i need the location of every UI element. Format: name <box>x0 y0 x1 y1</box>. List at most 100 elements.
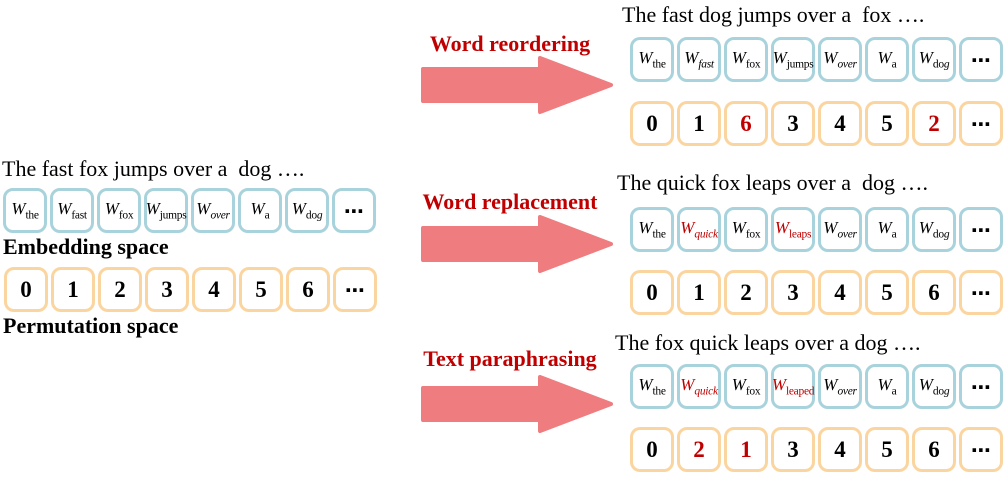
permutation-index: 6 <box>928 279 940 305</box>
paraphrased-sentence: The fox quick leaps over a dog …. <box>615 330 921 355</box>
text-paraphrasing-label: Text paraphrasing <box>423 346 597 371</box>
permutation-cell: 2 <box>724 270 768 315</box>
permutation-index: 1 <box>740 436 752 462</box>
permutation-cell: ⋯ <box>959 270 1003 315</box>
permutation-cell: 1 <box>677 101 721 146</box>
embedding-cell: Wfox <box>97 188 141 233</box>
embedding-cell: Wdog <box>912 207 956 252</box>
word-embedding-symbol: Wa <box>877 48 897 71</box>
word-embedding-symbol: Wthe <box>11 199 39 222</box>
embedding-cell: ⋯ <box>959 207 1003 252</box>
word-embedding-symbol: Wthe <box>638 48 666 71</box>
embedding-cell: Wdog <box>912 364 956 409</box>
embedding-cell: Wdog <box>912 37 956 82</box>
permutation-cell: 3 <box>771 101 815 146</box>
permutation-cell: 2 <box>98 267 142 312</box>
permutation-index: 0 <box>646 436 658 462</box>
permutation-cell: 6 <box>724 101 768 146</box>
embedding-cell: Wa <box>865 37 909 82</box>
permutation-space-label: Permutation space <box>3 313 179 338</box>
embedding-cell: Wjumps <box>771 37 815 82</box>
reordered-sentence: The fast dog jumps over a fox …. <box>622 2 925 27</box>
permutation-index: 4 <box>834 110 846 136</box>
block-arrow-right-icon <box>421 375 613 433</box>
permutation-index: 6 <box>928 436 940 462</box>
permutation-index: 2 <box>740 279 752 305</box>
ellipsis: ⋯ <box>971 47 991 72</box>
embedding-cell: Wdog <box>285 188 329 233</box>
permutation-index: 4 <box>834 436 846 462</box>
permutation-cell: 4 <box>818 270 862 315</box>
permutation-cell: 3 <box>771 270 815 315</box>
permutation-index: 5 <box>881 279 893 305</box>
word-embedding-symbol: Wover <box>196 199 230 222</box>
embedding-cell: ⋯ <box>959 364 1003 409</box>
embedding-cell: ⋯ <box>959 37 1003 82</box>
permutation-index: 3 <box>787 110 799 136</box>
embedding-space-label: Embedding space <box>3 234 169 259</box>
permutation-index: 1 <box>693 279 705 305</box>
embedding-cell: Wthe <box>630 37 674 82</box>
permutation-cell: 2 <box>912 101 956 146</box>
permutation-index: 3 <box>161 276 173 302</box>
permutation-index: 0 <box>646 279 658 305</box>
word-embedding-symbol: Wquick <box>680 218 718 241</box>
block-arrow-right-icon <box>421 215 613 273</box>
word-embedding-symbol: Wfox <box>731 218 761 241</box>
word-embedding-symbol: Wthe <box>638 375 666 398</box>
word-reordering-label: Word reordering <box>429 31 591 56</box>
permutation-index: 3 <box>787 279 799 305</box>
permutation-index: 3 <box>787 436 799 462</box>
embedding-cell: Wfast <box>677 37 721 82</box>
embedding-cell: Wjumps <box>144 188 188 233</box>
embedding-cell: Wfox <box>724 207 768 252</box>
word-embedding-symbol: Wover <box>823 218 857 241</box>
permutation-cell: 5 <box>865 427 909 472</box>
word-embedding-symbol: Wjumps <box>145 199 187 222</box>
permutation-index: 0 <box>20 276 32 302</box>
ellipsis: ⋯ <box>971 111 991 136</box>
word-embedding-symbol: Wleaps <box>774 218 812 241</box>
embedding-cell: Wa <box>238 188 282 233</box>
embedding-cell: Wfox <box>724 37 768 82</box>
ellipsis: ⋯ <box>971 217 991 242</box>
permutation-cell: 4 <box>818 101 862 146</box>
block-arrow-right-icon <box>421 56 613 114</box>
permutation-cell: 5 <box>865 101 909 146</box>
embedding-cell: ⋯ <box>332 188 376 233</box>
word-embedding-symbol: Wdog <box>918 375 950 398</box>
embedding-cell: Wover <box>818 37 862 82</box>
permutation-cell: ⋯ <box>959 101 1003 146</box>
permutation-index: 1 <box>693 110 705 136</box>
permutation-index: 6 <box>740 110 752 136</box>
word-embedding-symbol: Wthe <box>638 218 666 241</box>
source-sentence: The fast fox jumps over a dog …. <box>2 156 305 181</box>
embedding-cell: Wthe <box>3 188 47 233</box>
permutation-cell: 1 <box>51 267 95 312</box>
permutation-index: 0 <box>646 110 658 136</box>
replaced-sentence: The quick fox leaps over a dog …. <box>617 170 928 195</box>
ellipsis: ⋯ <box>971 374 991 399</box>
word-embedding-symbol: Wdog <box>918 218 950 241</box>
permutation-cell: 3 <box>771 427 815 472</box>
permutation-index: 1 <box>67 276 79 302</box>
permutation-cell: 1 <box>724 427 768 472</box>
word-embedding-symbol: Wleaped <box>771 375 815 398</box>
permutation-index: 2 <box>693 436 705 462</box>
embedding-cell: Wthe <box>630 364 674 409</box>
word-embedding-symbol: Wfox <box>731 375 761 398</box>
embedding-cell: Wa <box>865 364 909 409</box>
embedding-cell: Wover <box>818 364 862 409</box>
ellipsis: ⋯ <box>344 198 364 223</box>
permutation-cell: 0 <box>630 101 674 146</box>
word-embedding-symbol: Wfox <box>731 48 761 71</box>
permutation-index: 5 <box>255 276 267 302</box>
permutation-cell: ⋯ <box>333 267 377 312</box>
permutation-index: 2 <box>114 276 126 302</box>
permutation-index: 6 <box>302 276 314 302</box>
